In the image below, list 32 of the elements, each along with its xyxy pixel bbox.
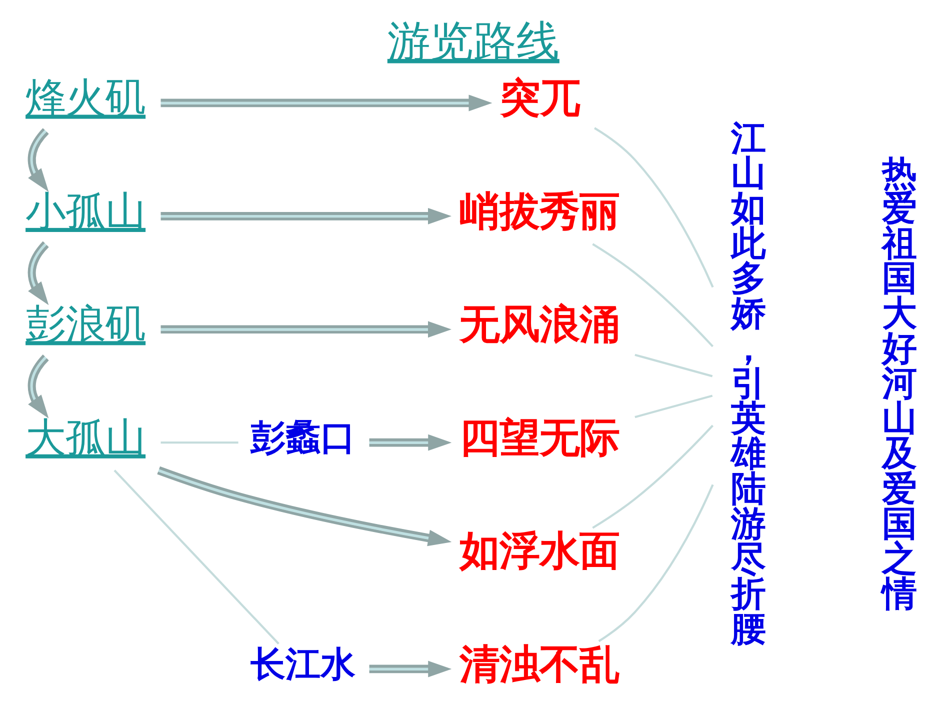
- node-text: 小孤山: [26, 186, 146, 234]
- node-text: 江山如此多娇，引英雄陆游尽折腰: [731, 117, 766, 649]
- node-text: 彭浪矶: [26, 300, 146, 348]
- node-text: 四望无际: [460, 412, 620, 461]
- connector: [160, 441, 238, 444]
- label: 热爱祖国大好河山及爱国之情: [882, 152, 917, 614]
- arrow: [28, 354, 49, 418]
- arrow: [160, 320, 452, 338]
- node-text: 长江水: [250, 644, 356, 685]
- arrow: [157, 466, 452, 546]
- node-text: 如浮水面: [460, 526, 620, 574]
- node-text: 烽火矶: [26, 73, 146, 122]
- node-text: 大孤山: [26, 412, 146, 461]
- arrow: [160, 94, 492, 111]
- arrow: [160, 207, 452, 224]
- connector: [598, 484, 714, 642]
- arrow: [369, 434, 452, 450]
- connector: [114, 469, 280, 644]
- diagram-title: 游览路线: [387, 16, 560, 66]
- arrow: [28, 128, 49, 192]
- node-text: 清浊不乱: [460, 639, 620, 688]
- arrow: [28, 240, 49, 305]
- connector: [592, 424, 714, 528]
- node-text: 突兀: [500, 73, 580, 122]
- connector: [592, 242, 714, 347]
- arrow: [369, 660, 452, 677]
- node-text: 彭蠡口: [250, 417, 356, 458]
- connector: [634, 353, 713, 377]
- node-text: 峭拔秀丽: [460, 186, 620, 234]
- connector: [594, 126, 714, 288]
- connector: [634, 394, 713, 418]
- node-text: 无风浪涌: [460, 300, 620, 348]
